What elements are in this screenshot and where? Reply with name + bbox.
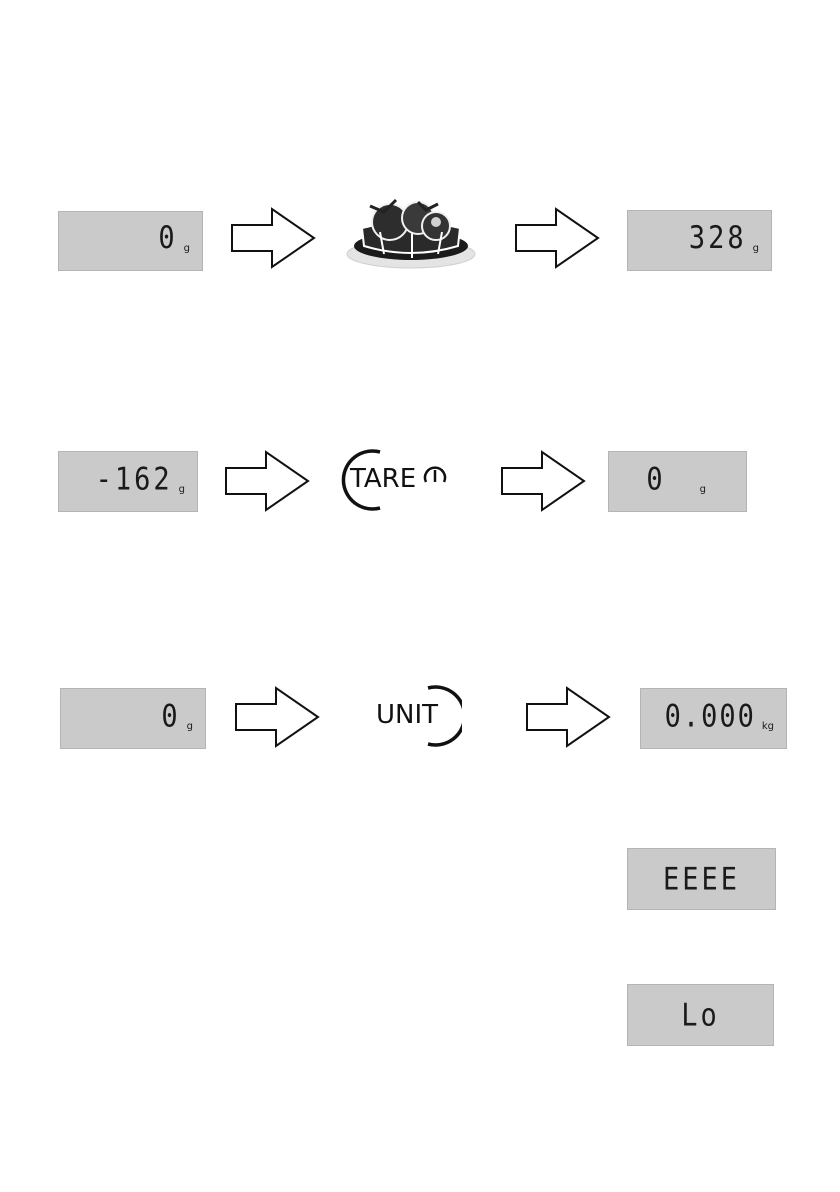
arrow-right-icon [234, 686, 324, 748]
display-value: 0 [646, 464, 665, 495]
display-empty: 0 g [58, 211, 203, 271]
display-unit: g [179, 485, 185, 495]
bowl-of-tomatoes-icon [340, 188, 482, 278]
display-value: 0 [158, 223, 177, 254]
unit-button[interactable]: UNIT [372, 682, 462, 750]
display-weighed: 328 g [627, 210, 772, 271]
display-value: Lo [681, 999, 720, 1030]
tare-label: TARE [350, 464, 416, 494]
unit-label: UNIT [376, 700, 438, 730]
display-unit: g [184, 244, 190, 254]
display-value: 328 [689, 223, 747, 254]
arrow-right-icon [525, 686, 615, 748]
arrow-right-icon [500, 450, 590, 512]
arrow-right-icon [224, 450, 314, 512]
arrow-right-icon [514, 207, 604, 269]
display-unit: g [700, 485, 706, 495]
display-overload: EEEE [627, 848, 776, 910]
display-negative: -162 g [58, 451, 198, 512]
tare-button[interactable]: TARE [340, 446, 465, 514]
display-value: EEEE [663, 863, 740, 894]
display-unit: kg [762, 722, 774, 732]
display-value: 0.000 [665, 701, 756, 732]
display-value: -162 [96, 464, 173, 495]
display-unit: g [187, 722, 193, 732]
display-kilograms: 0.000 kg [640, 688, 787, 749]
display-value: 0 [161, 701, 180, 732]
arrow-right-icon [230, 207, 320, 269]
display-tared: 0 g [608, 451, 747, 512]
display-low-battery: Lo [627, 984, 774, 1046]
display-grams: 0 g [60, 688, 206, 749]
display-unit: g [753, 244, 759, 254]
